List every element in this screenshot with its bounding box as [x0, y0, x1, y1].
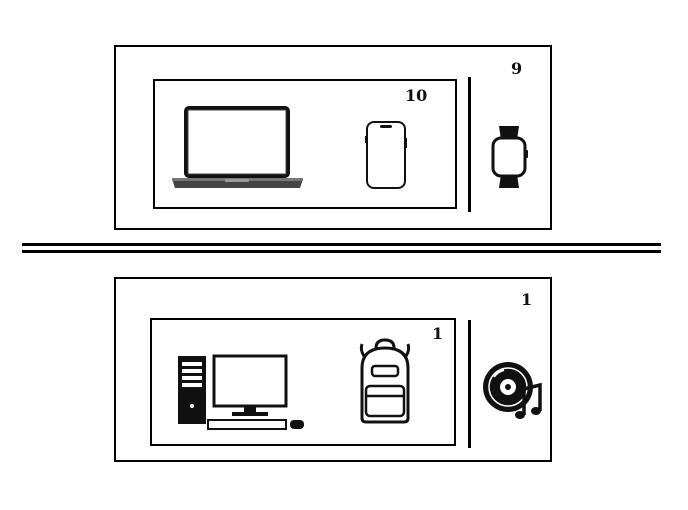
laptop-icon [172, 106, 303, 188]
smartphone-icon [365, 121, 407, 189]
separator-line-bottom [22, 250, 661, 253]
bottom-outer-count: 1 [521, 290, 533, 309]
bottom-divider-line [468, 320, 471, 448]
top-divider-line [468, 77, 471, 212]
smartwatch-icon [491, 126, 528, 188]
desktop-computer-icon [178, 354, 304, 430]
separator-line-top [22, 243, 661, 246]
bottom-inner-count: 1 [432, 324, 444, 343]
music-disc-icon [483, 362, 542, 419]
top-outer-count: 9 [511, 59, 523, 78]
backpack-icon [359, 338, 411, 424]
top-inner-count: 10 [405, 86, 428, 105]
